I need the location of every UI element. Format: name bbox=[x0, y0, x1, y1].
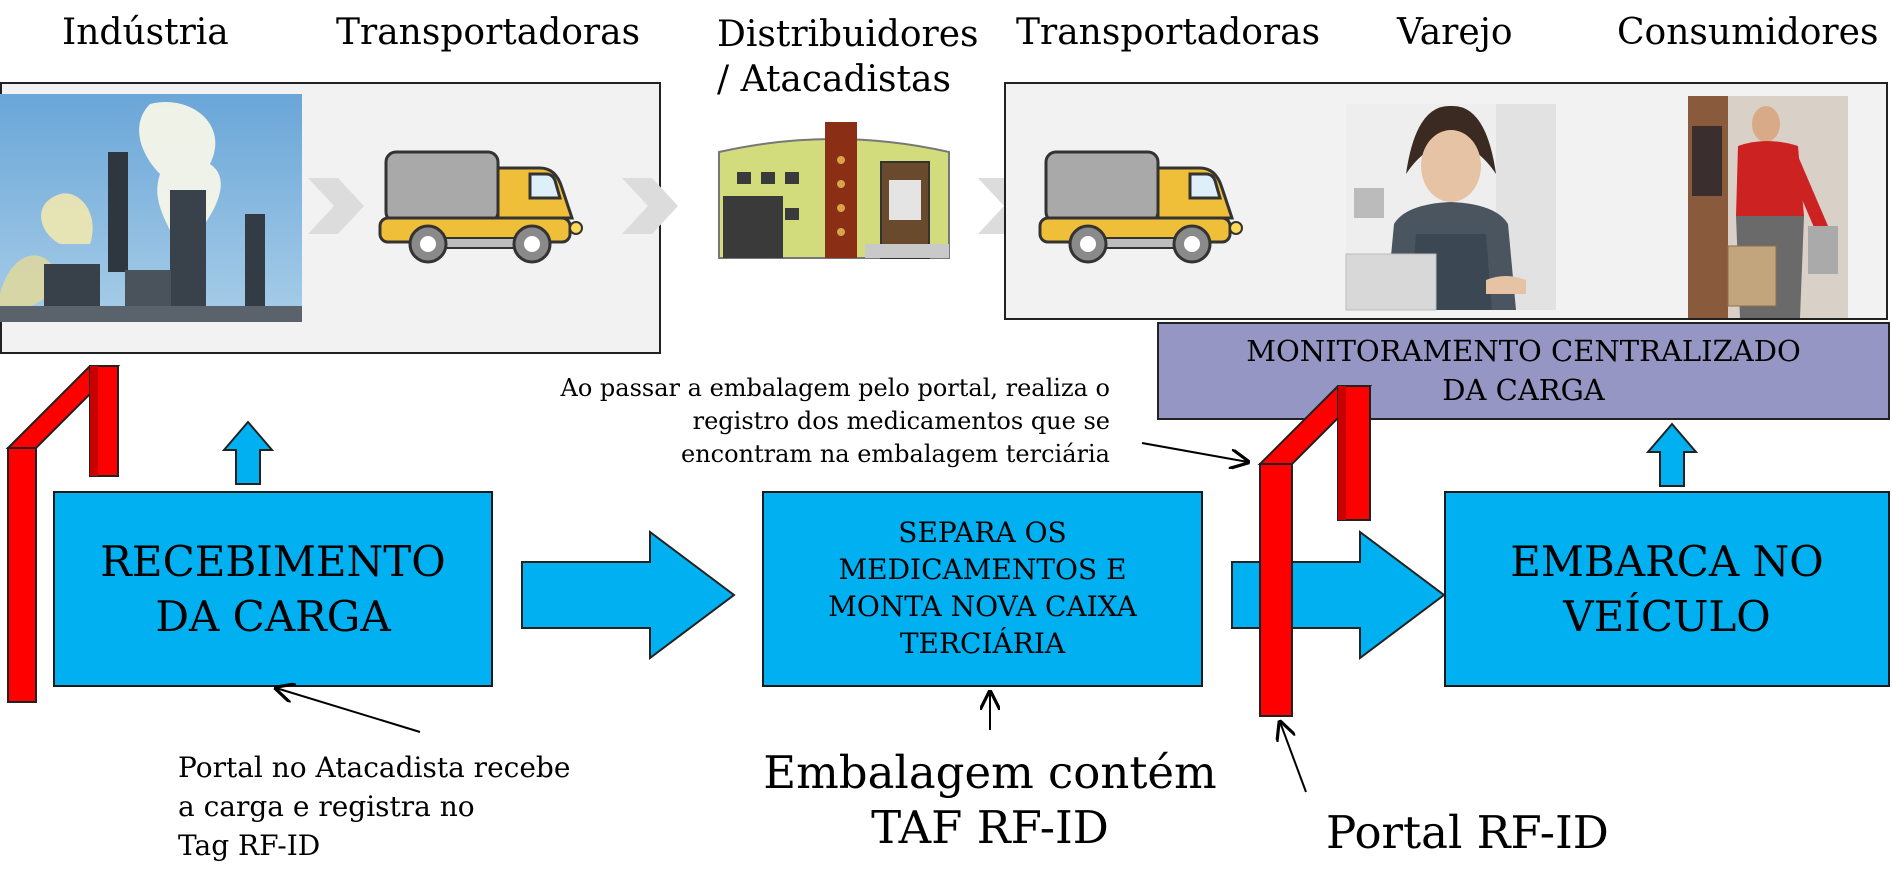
header-varejo: Varejo bbox=[1397, 12, 1513, 53]
factory-image bbox=[0, 94, 302, 322]
header-industria: Indústria bbox=[62, 12, 229, 53]
separa-line1: SEPARA OS bbox=[898, 516, 1067, 550]
note-portal-rfid: Portal RF-ID bbox=[1326, 806, 1609, 859]
note-embalagem-line2: TAF RF-ID bbox=[871, 800, 1109, 854]
consumer-image bbox=[1688, 96, 1848, 318]
header-distribuidores-line2: / Atacadistas bbox=[717, 59, 951, 100]
warehouse-icon bbox=[718, 122, 950, 259]
note-embalagem-line1: Embalagem contém bbox=[763, 746, 1217, 799]
monitoring-line1: MONITORAMENTO CENTRALIZADO bbox=[1246, 333, 1801, 368]
note-portal-atacadista: Portal no Atacadista recebe a carga e re… bbox=[178, 748, 570, 866]
separa-line4: TERCIÁRIA bbox=[899, 626, 1066, 660]
header-distribuidores: Distribuidores / Atacadistas bbox=[717, 12, 979, 102]
header-consumidores: Consumidores bbox=[1617, 12, 1879, 53]
process-box-separa: SEPARA OS MEDICAMENTOS E MONTA NOVA CAIX… bbox=[762, 491, 1203, 687]
separa-line3: MONTA NOVA CAIXA bbox=[828, 590, 1137, 623]
monitoring-line2: DA CARGA bbox=[1442, 373, 1605, 407]
monitoring-box: MONITORAMENTO CENTRALIZADO DA CARGA bbox=[1157, 322, 1890, 420]
flow-chevron-2 bbox=[622, 178, 678, 234]
embarca-line1: EMBARCA NO bbox=[1510, 536, 1824, 586]
process-box-embarca: EMBARCA NO VEÍCULO bbox=[1444, 491, 1890, 687]
rfid-portal-right bbox=[1257, 385, 1373, 717]
flow-arrow-1 bbox=[521, 530, 736, 660]
note-portal-registro-line2: registro dos medicamentos que se bbox=[692, 407, 1110, 436]
header-distribuidores-line1: Distribuidores bbox=[717, 14, 979, 55]
flow-chevron-1 bbox=[308, 178, 364, 234]
note-portal-registro-line3: encontram na embalagem terciária bbox=[681, 440, 1110, 469]
rfid-portal-left bbox=[5, 365, 121, 703]
pointer-registro bbox=[1141, 442, 1248, 462]
note-portal-atacadista-line2: a carga e registra no bbox=[178, 790, 475, 824]
up-arrow-left bbox=[221, 420, 275, 485]
truck-icon-2 bbox=[1038, 150, 1243, 264]
recebimento-line1: RECEBIMENTO bbox=[100, 536, 446, 586]
header-transportadoras-2: Transportadoras bbox=[1016, 12, 1321, 53]
header-transportadoras-1: Transportadoras bbox=[336, 12, 641, 53]
pointer-atacadista bbox=[276, 688, 421, 733]
note-portal-registro-line1: Ao passar a embalagem pelo portal, reali… bbox=[560, 374, 1111, 402]
separa-line2: MEDICAMENTOS E bbox=[838, 553, 1127, 587]
up-arrow-right bbox=[1645, 422, 1699, 487]
note-portal-atacadista-line3: Tag RF-ID bbox=[178, 829, 321, 863]
embarca-line2: VEÍCULO bbox=[1563, 592, 1771, 641]
note-embalagem: Embalagem contém TAF RF-ID bbox=[760, 746, 1220, 856]
retail-clerk-image bbox=[1345, 104, 1556, 311]
recebimento-line2: DA CARGA bbox=[155, 592, 391, 641]
note-portal-registro: Ao passar a embalagem pelo portal, reali… bbox=[470, 372, 1111, 471]
pointer-portal-rfid bbox=[1280, 722, 1307, 793]
note-portal-atacadista-line1: Portal no Atacadista recebe bbox=[178, 751, 571, 784]
process-box-recebimento: RECEBIMENTO DA CARGA bbox=[53, 491, 493, 687]
truck-icon-1 bbox=[378, 150, 583, 264]
